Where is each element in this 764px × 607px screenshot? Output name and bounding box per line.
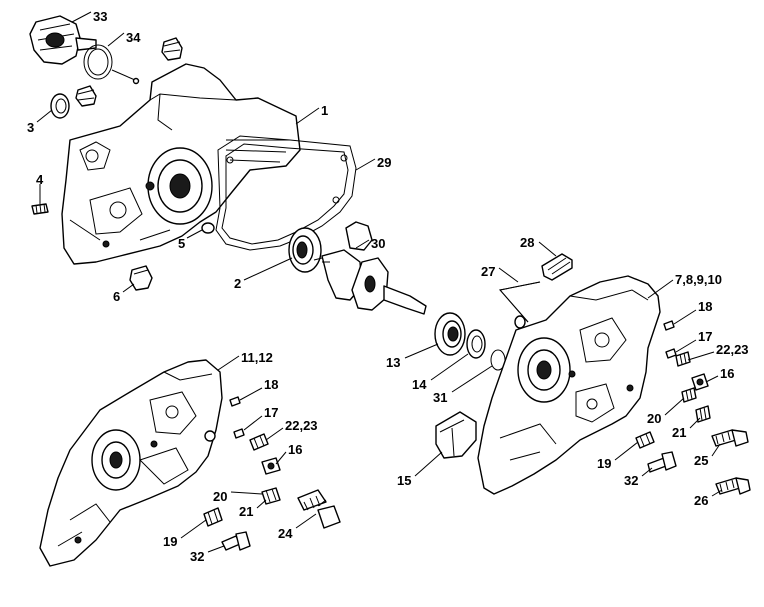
callout-c5: 5 xyxy=(178,236,185,251)
callout-c19l: 19 xyxy=(163,534,177,549)
part-27-tube xyxy=(499,281,541,329)
part-6-plug xyxy=(129,265,153,291)
callout-c20l: 20 xyxy=(213,489,227,504)
callout-c21l: 21 xyxy=(239,504,253,519)
part-3-seal xyxy=(50,93,70,119)
callout-c16r: 16 xyxy=(720,366,734,381)
part-15-bracket xyxy=(435,411,477,459)
callout-c31: 31 xyxy=(433,390,447,405)
callout-c33: 33 xyxy=(93,9,107,24)
callout-c25: 25 xyxy=(694,453,708,468)
callout-c11-12: 11,12 xyxy=(241,350,273,365)
part-34-o-ring xyxy=(83,44,140,85)
callout-c26: 26 xyxy=(694,493,708,508)
part-14-oil-seal xyxy=(466,329,486,359)
callout-c22-23l: 22,23 xyxy=(285,418,318,433)
part-7-10-crankcase-half-right xyxy=(477,275,661,495)
callout-c32r: 32 xyxy=(624,473,638,488)
part-33-oil-pump xyxy=(29,15,97,65)
hardware-left xyxy=(203,396,341,551)
callout-c21r: 21 xyxy=(672,425,686,440)
callout-c7-10: 7,8,9,10 xyxy=(675,272,722,287)
part-30-crankshaft xyxy=(313,221,427,315)
callout-c18l: 18 xyxy=(264,377,278,392)
plug-middle xyxy=(75,85,97,107)
part-1-crankcase xyxy=(61,63,301,265)
part-29-gasket xyxy=(215,135,357,251)
callout-c13: 13 xyxy=(386,355,400,370)
callout-c17l: 17 xyxy=(264,405,278,420)
callout-c15: 15 xyxy=(397,473,411,488)
callout-c30: 30 xyxy=(371,236,385,251)
plug-top xyxy=(161,37,183,61)
callout-c24: 24 xyxy=(278,526,293,541)
callout-c14: 14 xyxy=(412,377,427,392)
callout-c20r: 20 xyxy=(647,411,661,426)
callout-c6: 6 xyxy=(113,289,120,304)
callout-c29: 29 xyxy=(377,155,391,170)
part-11-12-crankcase-half-left xyxy=(39,359,223,567)
callout-c1: 1 xyxy=(321,103,328,118)
callout-c28: 28 xyxy=(520,235,534,250)
callout-c17r: 17 xyxy=(698,329,712,344)
callout-c18r: 18 xyxy=(698,299,712,314)
part-2-ball-bearing xyxy=(288,227,322,273)
callout-c34: 34 xyxy=(126,30,141,45)
callout-c19r: 19 xyxy=(597,456,611,471)
part-28-fitting xyxy=(541,253,573,281)
callout-c4: 4 xyxy=(36,172,44,187)
callout-c16l: 16 xyxy=(288,442,302,457)
part-4-screw xyxy=(31,203,49,215)
callout-c32l: 32 xyxy=(190,549,204,564)
callout-c2: 2 xyxy=(234,276,241,291)
part-13-ball-bearing xyxy=(434,312,466,356)
callout-c22-23r: 22,23 xyxy=(716,342,749,357)
part-5-sleeve xyxy=(201,222,215,234)
leader-lines xyxy=(36,11,723,553)
callout-c27: 27 xyxy=(481,264,495,279)
callout-c3: 3 xyxy=(27,120,34,135)
